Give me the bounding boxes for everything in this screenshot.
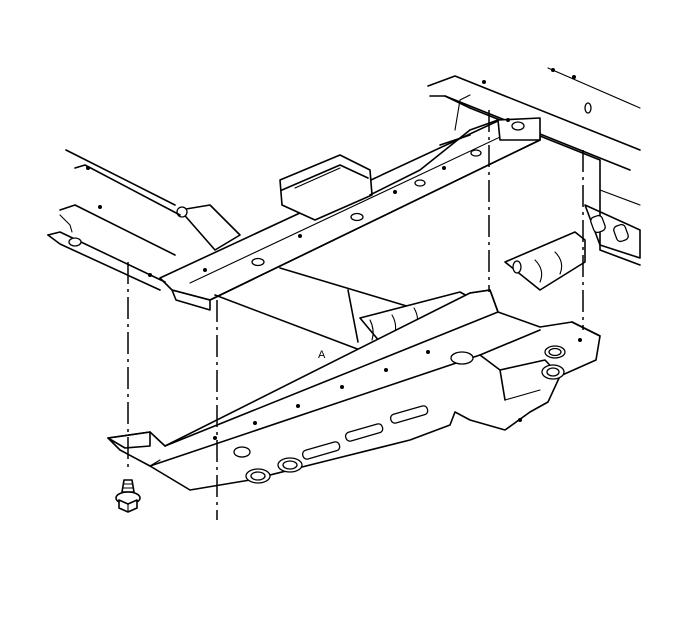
crossmember [159,94,541,311]
bolt-icon [115,479,141,513]
alignment-lines [127,110,584,520]
skid-plate [107,289,601,491]
callout-label-a: A [318,349,326,361]
left-frame-rail [47,149,181,291]
